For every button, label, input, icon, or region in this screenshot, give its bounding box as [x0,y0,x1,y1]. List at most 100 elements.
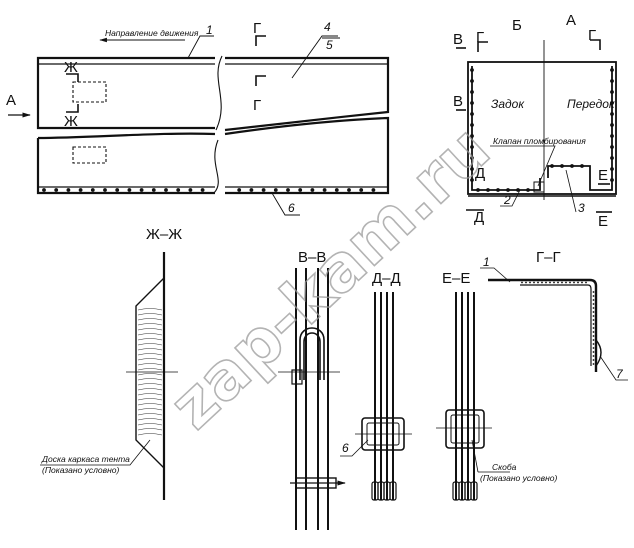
end-label-d-top: Д [475,165,485,182]
profile-dot [585,281,587,284]
profile-dot [592,303,595,305]
hatch-line [137,358,163,361]
profile-dot [573,281,575,284]
rivet [610,68,614,72]
rivet [139,188,144,192]
rivet [496,188,500,192]
rivet [550,164,554,168]
rivet [115,188,120,192]
break-line-upper [215,55,223,131]
callout-4: 4 [324,20,331,34]
profile-dot [592,351,595,353]
rivet [66,188,71,192]
section-d-title: Д–Д [372,270,401,287]
zh-note-2: (Показано условно) [42,465,119,475]
profile-dot [581,281,583,284]
profile-dot [592,355,595,357]
hatch-line [137,373,163,376]
rivet [610,101,614,105]
rivet [610,123,614,127]
profile-dot [592,327,595,329]
section-g-mark-bottom [255,75,266,86]
hatch-line [137,353,163,356]
rivet [470,156,474,160]
rivet [470,101,474,105]
end-label-v-top: В [453,31,463,48]
rivet [470,167,474,171]
profile-dot [592,343,595,345]
profile-dot [537,281,539,284]
rivet [90,188,95,192]
leader-4-5 [291,35,338,79]
profile-dot [557,281,559,284]
profile-dot [592,339,595,341]
section-d: Д–Д 6 [340,270,412,501]
v-rods [295,268,329,530]
end-g-mark-right [590,39,601,50]
window-upper [72,81,107,103]
rivet [610,90,614,94]
callout-6-d: 6 [342,441,349,455]
e-note-2: (Показано условно) [480,473,557,483]
rivet [371,188,376,192]
end-label-b: Б [512,17,522,34]
profile-dot [592,291,595,293]
profile-dot [592,299,595,301]
hatch-line [137,433,163,436]
end-view: В Г Б А Г В Задок Передок Клапан пломбир… [453,12,617,230]
section-e: Е–Е Скоба (Показано условно) [436,270,557,501]
rivet [486,188,490,192]
rivet [347,188,351,192]
rivet [127,188,132,192]
end-view-outline [467,61,617,195]
hatch-line [137,318,163,321]
g-leader-1 [480,267,511,283]
end-label-v-mid: В [453,93,463,110]
valve-label: Клапан пломбирования [493,136,586,146]
profile-dot [533,281,535,284]
rivet [470,123,474,127]
g-profile-inner [520,284,592,366]
rivet [200,188,205,192]
hatch-line [137,393,163,396]
rivet [103,188,107,192]
section-v-title: В–В [298,249,326,266]
section-g-title: Г–Г [536,249,561,266]
rivet [470,79,474,83]
hatch-line [137,418,163,421]
plan-view: Направление движения 1 4 5 6 А Г Г Ж Ж [6,20,390,216]
e-leader [471,439,510,473]
rivet [570,164,574,168]
rivet [188,188,193,192]
rivet [610,178,614,182]
rivet [151,188,156,192]
rivet [610,167,614,171]
profile-dot [592,319,595,321]
plan-upper-right-edge [224,56,390,132]
profile-dot [553,281,555,284]
plan-upper-left-edge [36,56,215,130]
rivet [273,188,278,192]
profile-dot [525,281,527,284]
valve-leader [490,145,556,187]
rivet [237,188,242,192]
profile-dot [577,281,579,284]
end-g-mark-left [477,41,488,52]
profile-dot [592,347,595,349]
hatch-line [137,403,163,406]
valve-box [533,181,545,193]
hatch-line [137,313,163,316]
end-label-a: А [566,12,576,29]
hatch-line [137,378,163,381]
profile-dot [561,281,563,284]
d-rods [371,292,397,501]
g-lip [595,339,602,367]
rivet [470,112,474,116]
callout-6-plan: 6 [288,201,295,215]
hatch-line [137,308,163,311]
rivet [610,79,614,83]
profile-dot [592,331,595,333]
rivet [359,188,364,192]
rivet [610,134,614,138]
